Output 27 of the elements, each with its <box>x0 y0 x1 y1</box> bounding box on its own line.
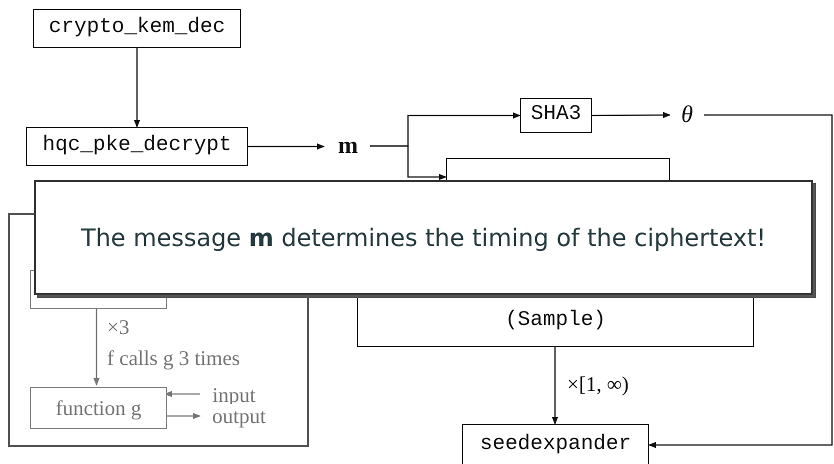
function-name: seedexpander <box>480 432 632 458</box>
note-text: f calls g 3 times <box>106 346 241 371</box>
function-name: (Sample) <box>505 308 606 334</box>
function-box <box>30 387 167 429</box>
function-name: hqc_pke_decrypt <box>42 133 232 160</box>
callout-tooltip <box>34 180 813 295</box>
function-box <box>33 9 241 48</box>
arrow <box>134 48 140 128</box>
function-name: SHA3 <box>530 102 582 128</box>
arrow <box>552 347 558 425</box>
arrow <box>248 143 325 150</box>
arrow <box>93 307 100 386</box>
function-box <box>26 127 248 166</box>
function-name: crypto_kem_dec <box>48 15 226 42</box>
function-name: function g <box>56 394 142 422</box>
legend-text: output <box>212 404 266 430</box>
arrow <box>592 112 671 118</box>
variable-label: m <box>338 132 358 161</box>
variable-label: θ <box>681 101 693 130</box>
callout-text: The message m determines the timing of the ciphertext! <box>80 222 766 252</box>
function-box <box>462 424 649 464</box>
arrow <box>648 114 833 448</box>
arrow <box>165 412 201 420</box>
edge-label: ×[1, ∞) <box>566 372 630 397</box>
arrow <box>370 145 447 180</box>
function-box <box>520 98 592 133</box>
edge-label: ×3 <box>106 315 130 340</box>
